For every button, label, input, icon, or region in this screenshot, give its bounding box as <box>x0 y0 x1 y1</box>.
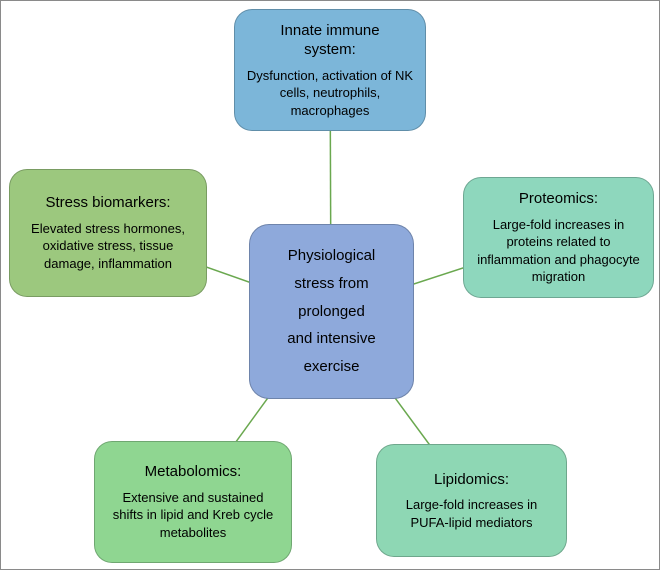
node-body: Elevated stress hormones, oxidative stre… <box>31 220 185 272</box>
node-title: Metabolomics: <box>144 463 242 481</box>
node-lipidomics: Lipidomics: Large-fold increases in PUFA… <box>376 444 567 557</box>
node-innate-immune-system: Innate immune system: Dysfunction, activ… <box>234 9 426 131</box>
node-center-physiological-stress: Physiological stress from prolonged and … <box>249 224 414 399</box>
center-node-text: Physiological stress from prolonged and … <box>287 247 376 376</box>
node-body: Large-fold increases in proteins related… <box>477 216 640 285</box>
node-body: Dysfunction, activation of NK cells, neu… <box>246 67 414 118</box>
node-metabolomics: Metabolomics: Extensive and sustained sh… <box>94 441 292 563</box>
node-body: Extensive and sustained shifts in lipid … <box>112 489 274 541</box>
node-title: Proteomics: <box>518 190 599 208</box>
node-stress-biomarkers: Stress biomarkers: Elevated stress hormo… <box>9 169 207 297</box>
node-title: Stress biomarkers: <box>45 194 171 212</box>
node-proteomics: Proteomics: Large-fold increases in prot… <box>463 177 654 298</box>
node-title: Lipidomics: <box>433 470 510 488</box>
node-title: Innate immune system: <box>280 21 380 59</box>
node-body: Large-fold increases in PUFA-lipid media… <box>405 497 538 530</box>
